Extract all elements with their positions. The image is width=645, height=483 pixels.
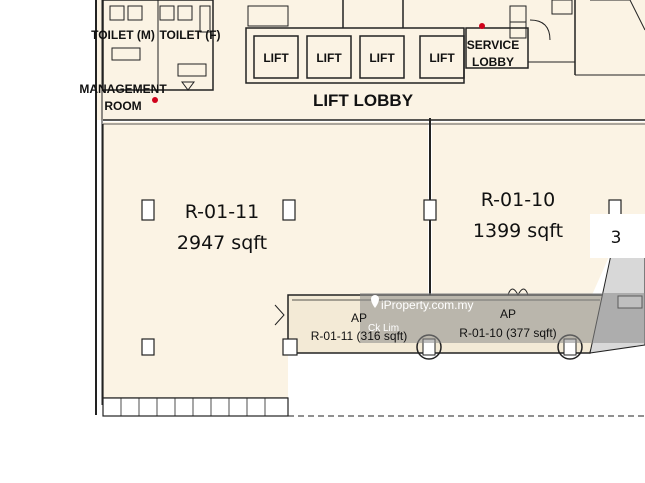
column-e: [608, 199, 622, 217]
management-room-label-line1: MANAGEMENT: [79, 82, 167, 96]
management-room-marker: [152, 97, 158, 103]
edge-number: 3: [611, 228, 622, 248]
ap-r-01-10-line: R-01-10 (377 sqft): [459, 326, 556, 340]
lift-2-label: LIFT: [316, 51, 342, 65]
south-planter-hatch: [120, 398, 266, 416]
watermark-band: [360, 293, 645, 343]
lift-3-label: LIFT: [369, 51, 395, 65]
watermark: iProperty.com.my Ck Lim: [368, 295, 473, 334]
management-room-label-line2: ROOM: [104, 99, 141, 113]
unit-r-01-11-area: 2947 sqft: [177, 232, 267, 254]
ap-r-01-11-line: R-01-11 (316 sqft): [311, 329, 408, 343]
unit-r-01-11-id: R-01-11: [185, 201, 260, 223]
service-lobby-label-line1: SERVICE: [467, 38, 519, 52]
location-pin-icon: [371, 295, 379, 308]
lift-core: [245, 0, 645, 84]
ap-column-west: [282, 338, 298, 356]
toilet-block: [102, 0, 214, 91]
unit-r-01-10-area: 1399 sqft: [473, 220, 563, 242]
south-planter: [102, 397, 289, 417]
ap-r-01-10-tag: AP: [500, 307, 516, 321]
lift-1-label: LIFT: [263, 51, 289, 65]
column-sw: [141, 338, 155, 356]
service-lobby-marker: [479, 23, 485, 29]
lift-4-label: LIFT: [429, 51, 455, 65]
partition-column: [423, 199, 437, 221]
watermark-sub: Ck Lim: [368, 323, 399, 334]
unit-r-01-11-floor: [103, 122, 428, 398]
ap-r-01-11-tag: AP: [351, 311, 367, 325]
lift-lobby-label: LIFT LOBBY: [313, 91, 414, 110]
toilet-m-label: TOILET (M): [91, 28, 155, 42]
edge-number-card: [590, 214, 645, 258]
service-lobby-label-line2: LOBBY: [472, 55, 514, 69]
toilet-f-label: TOILET (F): [159, 28, 220, 42]
watermark-brand: iProperty.com.my: [381, 298, 473, 312]
unit-r-01-10-id: R-01-10: [481, 189, 556, 211]
column-nw: [141, 199, 155, 221]
column-ne: [282, 199, 296, 221]
ap-door-swing-west: [274, 304, 285, 326]
